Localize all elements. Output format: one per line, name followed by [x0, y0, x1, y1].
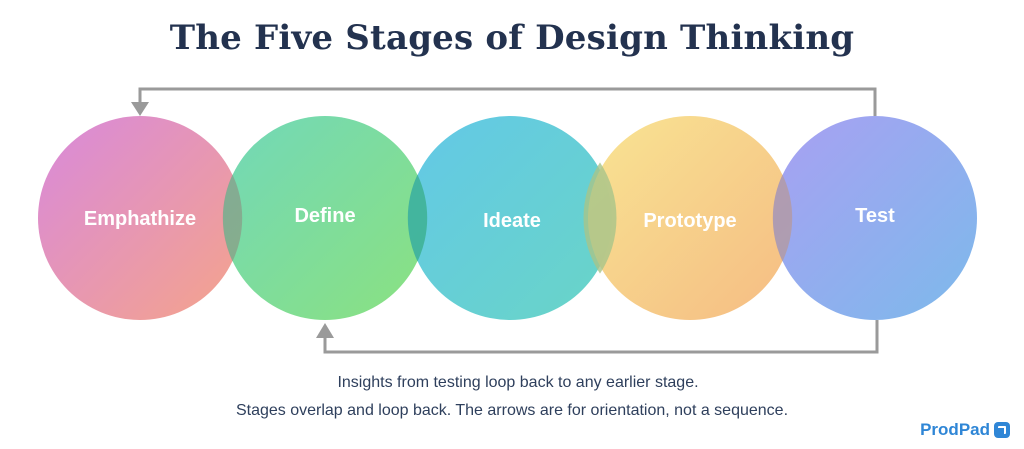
stage-label-define: Define — [294, 205, 355, 227]
diagram-title: The Five Stages of Design Thinking — [169, 18, 855, 58]
stage-circle-test — [773, 116, 977, 320]
stage-circle-ideate — [408, 116, 612, 320]
stage-circle-emphathize — [38, 116, 242, 320]
loop-back-caption: Insights from testing loop back to any e… — [337, 374, 699, 391]
bottom-arrowhead-icon — [316, 323, 334, 338]
overlap-emphathize-define — [222, 174, 243, 262]
prodpad-logo-icon — [994, 422, 1010, 438]
top-arrowhead-icon — [131, 102, 149, 116]
overlap-prototype-test — [772, 174, 793, 262]
top-loop-arrow — [138, 87, 877, 116]
orientation-caption: Stages overlap and loop back. The arrows… — [235, 402, 789, 419]
overlap-ideate-prototype — [583, 162, 617, 274]
overlap-define-ideate — [407, 174, 428, 262]
brand-name: ProdPad — [920, 420, 990, 439]
stage-label-ideate: Ideate — [483, 210, 541, 232]
stage-circle-define — [223, 116, 427, 320]
brand-logo: ProdPad — [920, 420, 1010, 440]
stage-circle-prototype — [588, 116, 792, 320]
stage-label-test: Test — [855, 205, 895, 227]
bottom-loop-arrow — [323, 320, 879, 354]
stage-label-prototype: Prototype — [643, 210, 736, 232]
stage-label-emphathize: Emphathize — [84, 208, 196, 230]
